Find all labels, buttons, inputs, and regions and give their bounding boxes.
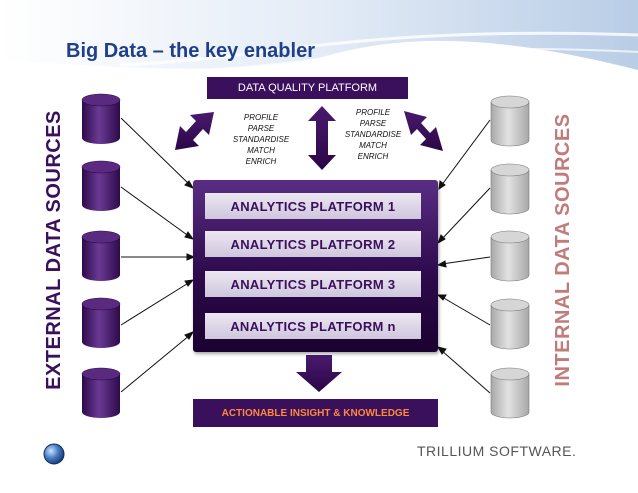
external-cylinder [81,160,121,211]
brand-wordmark: TRILLIUM SOFTWARE. [417,443,576,459]
analytics-platform-2: ANALYTICS PLATFORM 2 [205,231,421,257]
step-profile: PROFILE [355,108,391,117]
external-cylinder [81,93,121,144]
external-cylinder [81,230,121,281]
external-connector-arrows [120,117,196,393]
right-bidirectional-arrow [404,111,443,151]
step-parse: PARSE [359,119,387,128]
internal-cylinder [490,163,530,215]
internal-data-sources-label: INTERNAL DATA SOURCES [552,113,574,387]
analytics-platform-3: ANALYTICS PLATFORM 3 [205,271,421,297]
data-quality-platform-box: DATA QUALITY PLATFORM [207,77,408,99]
analytics-platform-1: ANALYTICS PLATFORM 1 [205,193,421,219]
actionable-insight-box: ACTIONABLE INSIGHT & KNOWLEDGE [193,399,438,427]
step-standardise: STANDARDISE [344,130,402,139]
external-cylinder [81,297,121,348]
step-match: MATCH [359,141,387,150]
analytics-platform-n: ANALYTICS PLATFORM n [205,313,421,339]
internal-cylinder [490,230,530,282]
step-match: MATCH [247,146,275,155]
down-arrow [296,355,342,392]
internal-cylinder [490,298,530,350]
process-steps-left: PROFILE PARSE STANDARDISE MATCH ENRICH [229,112,293,167]
center-bidirectional-arrow [308,106,336,170]
process-steps-right: PROFILE PARSE STANDARDISE MATCH ENRICH [341,107,405,162]
step-enrich: ENRICH [245,157,277,166]
data-quality-platform-label: DATA QUALITY PLATFORM [237,82,378,94]
external-data-sources-label: EXTERNAL DATA SOURCES [43,110,65,390]
internal-connector-arrows [436,119,491,394]
brand-text: TRILLIUM SOFTWARE. [417,443,577,459]
globe-logo-icon [43,443,65,465]
slide-title: Big Data – the key enabler [66,40,315,62]
internal-cylinder [490,367,530,419]
step-profile: PROFILE [243,113,279,122]
step-standardise: STANDARDISE [232,135,290,144]
actionable-insight-label: ACTIONABLE INSIGHT & KNOWLEDGE [221,407,410,419]
external-cylinder [81,367,121,418]
step-parse: PARSE [247,124,275,133]
internal-cylinder [490,95,530,147]
step-enrich: ENRICH [357,152,389,161]
header-swoosh-background [0,0,638,73]
left-bidirectional-arrow [175,112,214,150]
